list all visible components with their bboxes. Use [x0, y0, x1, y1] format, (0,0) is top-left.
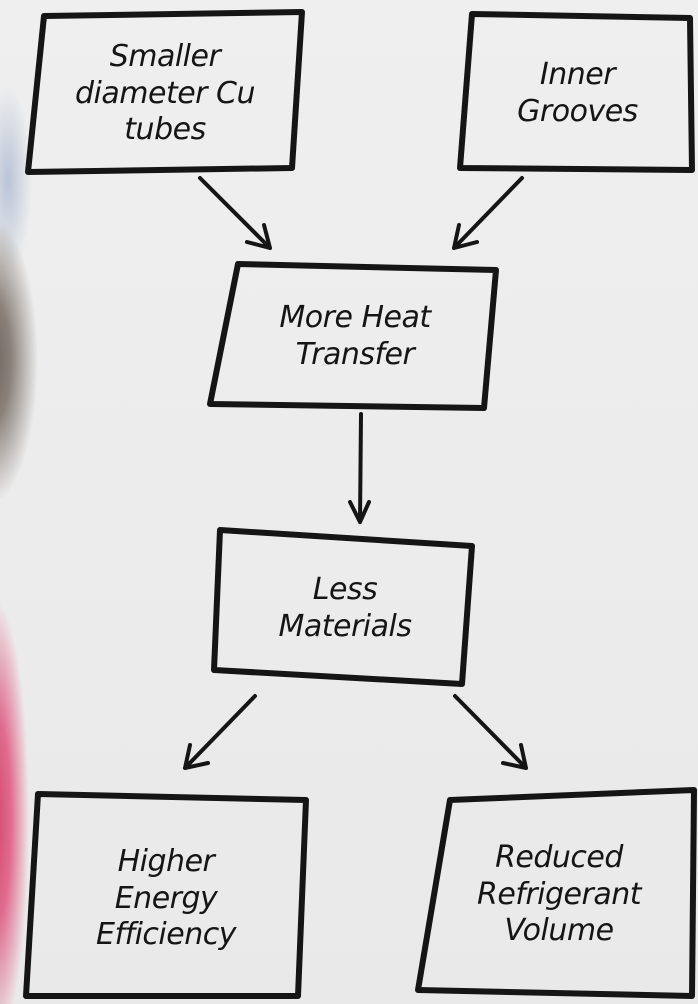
- arrow-materials-to-refrigerant: [453, 694, 528, 770]
- box-higher-efficiency: [23, 791, 309, 999]
- arrow-grooves-to-heat: [452, 176, 524, 250]
- node-less-materials-label: Less Materials: [278, 572, 412, 644]
- arrow-materials-to-efficiency: [183, 694, 257, 770]
- arrow-heat-to-materials: [348, 412, 371, 524]
- node-more-heat-label: More Heat Transfer: [279, 300, 431, 372]
- box-smaller-tubes: [25, 9, 305, 175]
- node-higher-efficiency-label: Higher Energy Efficiency: [96, 844, 236, 953]
- box-reduced-refrigerant: [415, 787, 697, 999]
- box-more-heat: [207, 261, 499, 411]
- node-smaller-tubes-label: Smaller diameter Cu tubes: [75, 39, 256, 148]
- box-inner-grooves: [457, 11, 695, 173]
- arrow-tubes-to-heat: [198, 176, 272, 250]
- node-reduced-refrigerant-label: Reduced Refrigerant Volume: [476, 840, 642, 949]
- node-inner-grooves-label: Inner Grooves: [517, 57, 638, 129]
- box-less-materials: [211, 527, 475, 687]
